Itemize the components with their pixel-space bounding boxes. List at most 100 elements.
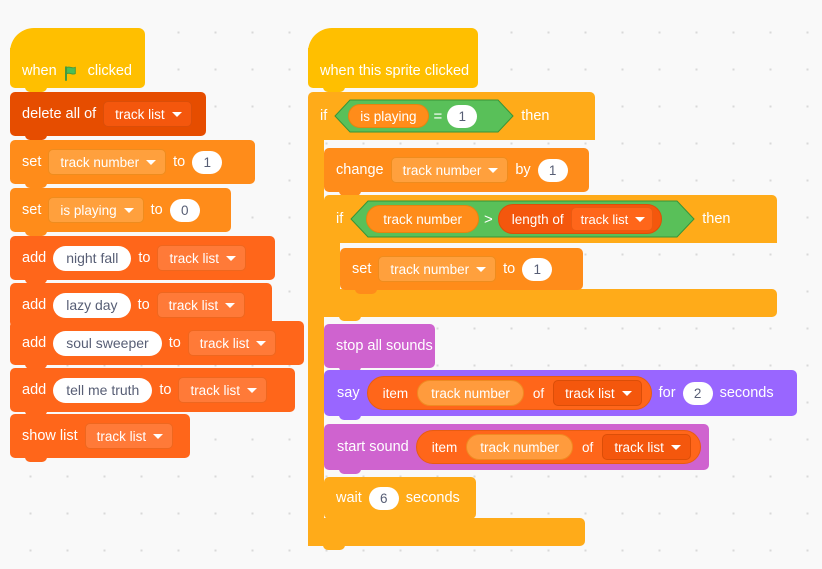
dropdown-value: track number: [402, 162, 482, 178]
variable-dropdown-track-number[interactable]: track number: [390, 157, 509, 183]
set-label: set: [22, 154, 42, 170]
item-label: item: [431, 439, 458, 455]
to-label: to: [168, 335, 181, 351]
for-label: for: [658, 385, 676, 401]
seconds-input[interactable]: 2: [682, 381, 713, 405]
dropdown-value: track list: [190, 382, 240, 398]
list-dropdown-track-list[interactable]: track list: [602, 434, 691, 460]
text-input-night-fall[interactable]: night fall: [53, 245, 132, 271]
chevron-down-icon: [246, 387, 257, 393]
operator-equals[interactable]: is playing = 1: [334, 99, 514, 133]
text-input-lazy-day[interactable]: lazy day: [53, 292, 131, 318]
if-label: if: [320, 108, 328, 124]
dropdown-value: track list: [614, 439, 664, 455]
block-when-this-sprite-clicked[interactable]: when this sprite clicked: [308, 28, 478, 92]
change-label: change: [336, 162, 384, 178]
block-show-list[interactable]: show list track list: [10, 414, 190, 462]
list-dropdown-track-list[interactable]: track list: [157, 245, 246, 271]
then-label: then: [521, 108, 550, 124]
seconds-input[interactable]: 6: [368, 486, 399, 510]
dropdown-value: track number: [390, 261, 470, 277]
block-add-lazy-day[interactable]: add lazy day to track list: [10, 283, 272, 331]
if-label: if: [336, 211, 344, 227]
chevron-down-icon: [621, 390, 632, 396]
list-dropdown-track-list[interactable]: track list: [103, 101, 192, 127]
list-dropdown-track-list[interactable]: track list: [178, 377, 267, 403]
value-input[interactable]: 1: [522, 257, 553, 281]
reporter-item-of-list[interactable]: item track number of track list: [366, 376, 652, 410]
list-dropdown-track-list[interactable]: track list: [553, 380, 642, 406]
seconds-label: seconds: [405, 490, 460, 506]
inner-if-left-spine: [324, 241, 340, 291]
to-label: to: [503, 261, 516, 277]
block-wait-seconds[interactable]: wait 6 seconds: [324, 477, 476, 523]
chevron-down-icon: [153, 433, 164, 439]
block-if-track-number-greater-than-length[interactable]: if track number > length of track list: [324, 195, 777, 243]
block-set-track-number[interactable]: set track number to 1: [10, 140, 255, 188]
block-start-sound[interactable]: start sound item track number of track l…: [324, 424, 709, 474]
chevron-down-icon: [146, 159, 157, 165]
dropdown-value: track list: [96, 428, 147, 444]
to-label: to: [137, 297, 150, 313]
variable-reporter-track-number[interactable]: track number: [466, 434, 574, 460]
list-dropdown-track-list[interactable]: track list: [84, 423, 174, 449]
chevron-down-icon: [225, 255, 236, 261]
item-label: item: [382, 385, 409, 401]
list-dropdown-track-list[interactable]: track list: [570, 207, 654, 231]
block-add-night-fall[interactable]: add night fall to track list: [10, 236, 275, 284]
dropdown-value: track list: [565, 385, 615, 401]
chevron-down-icon: [488, 167, 499, 173]
variable-reporter-track-number[interactable]: track number: [417, 380, 524, 406]
operator-greater-than[interactable]: track number > length of track list: [350, 200, 695, 238]
block-set-is-playing[interactable]: set is playing to 0: [10, 188, 231, 236]
value-input[interactable]: 1: [192, 150, 223, 174]
block-delete-all-of-list[interactable]: delete all of track list: [10, 92, 206, 140]
text-input-soul-sweeper[interactable]: soul sweeper: [53, 330, 162, 356]
seconds-label: seconds: [719, 385, 774, 401]
to-label: to: [173, 154, 186, 170]
set-label: set: [22, 202, 42, 218]
value-input[interactable]: 0: [169, 198, 200, 222]
block-add-soul-sweeper[interactable]: add soul sweeper to track list: [10, 321, 304, 369]
operand-input[interactable]: 1: [447, 104, 478, 128]
block-stop-all-sounds[interactable]: stop all sounds: [324, 324, 435, 372]
variable-dropdown-track-number[interactable]: track number: [378, 256, 497, 282]
when-this-sprite-clicked-label: when this sprite clicked: [320, 63, 470, 79]
add-label: add: [22, 382, 47, 398]
list-dropdown-track-list[interactable]: track list: [187, 330, 277, 356]
add-label: add: [22, 335, 47, 351]
equals-operator-symbol: =: [433, 107, 443, 125]
chevron-down-icon: [123, 207, 134, 213]
chevron-down-icon: [670, 444, 681, 450]
block-if-is-playing-equals-1[interactable]: if is playing = 1 then: [308, 92, 595, 140]
block-say-for-seconds[interactable]: say item track number of track list for …: [324, 370, 797, 420]
dropdown-value: track list: [168, 297, 219, 313]
dropdown-value: track number: [60, 154, 140, 170]
variable-reporter-track-number[interactable]: track number: [366, 205, 480, 233]
block-when-green-flag-clicked[interactable]: when clicked: [10, 28, 145, 92]
block-set-track-number-inner[interactable]: set track number to 1: [340, 248, 583, 294]
value-input[interactable]: 1: [537, 158, 568, 182]
then-label: then: [702, 211, 731, 227]
to-label: to: [150, 202, 163, 218]
reporter-length-of-list[interactable]: length of track list: [497, 204, 663, 234]
wait-label: wait: [336, 490, 362, 506]
clicked-label: clicked: [87, 62, 132, 79]
variable-reporter-is-playing[interactable]: is playing: [348, 104, 429, 128]
variable-dropdown-track-number[interactable]: track number: [48, 149, 167, 175]
variable-dropdown-is-playing[interactable]: is playing: [48, 197, 144, 223]
block-change-track-number-by[interactable]: change track number by 1: [324, 148, 589, 196]
list-dropdown-track-list[interactable]: track list: [156, 292, 246, 318]
text-input-tell-me-truth[interactable]: tell me truth: [53, 377, 153, 403]
add-label: add: [22, 250, 47, 266]
hat-top-curve: [10, 28, 145, 52]
chevron-down-icon: [256, 340, 267, 346]
set-label: set: [352, 261, 372, 277]
block-add-tell-me-truth[interactable]: add tell me truth to track list: [10, 368, 295, 416]
dropdown-value: track list: [115, 106, 165, 122]
reporter-item-of-list[interactable]: item track number of track list: [415, 430, 701, 464]
stop-all-sounds-label: stop all sounds: [336, 338, 433, 354]
delete-all-of-label: delete all of: [22, 106, 97, 122]
start-sound-label: start sound: [337, 439, 409, 455]
